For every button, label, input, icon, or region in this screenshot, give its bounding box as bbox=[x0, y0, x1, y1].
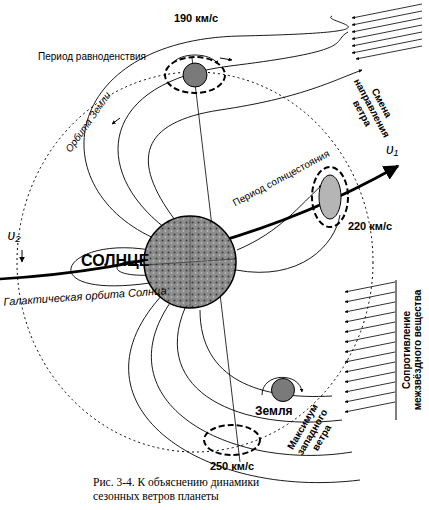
earth-outline bbox=[271, 378, 295, 402]
wind-arrow bbox=[172, 55, 218, 64]
text-label: Орбита Земли bbox=[58, 82, 119, 162]
earth-body bbox=[319, 175, 341, 219]
earth-zone bbox=[312, 167, 348, 227]
text-label: 190 км/с bbox=[161, 12, 231, 24]
text-label: Галактическая орбита Солнца bbox=[0, 284, 175, 309]
earth-body bbox=[183, 63, 207, 87]
text-label: 250 км/с bbox=[197, 460, 267, 472]
wind-hatching bbox=[352, 4, 422, 59]
node-label: СОЛНЦЕ bbox=[81, 252, 149, 270]
node-label: Земля bbox=[255, 404, 293, 418]
text-label: Смена направления ветра bbox=[338, 64, 406, 152]
text-label: Сопротивление межзвёздного вещества bbox=[401, 275, 423, 425]
boundary-line bbox=[396, 280, 397, 420]
orbit-arrow bbox=[220, 58, 232, 60]
earth-zone bbox=[165, 57, 225, 93]
text-label: 220 км/с bbox=[340, 220, 400, 232]
orbit-arrow bbox=[22, 250, 23, 262]
text-label: υ₂ bbox=[2, 228, 26, 243]
earth-circle: Земля bbox=[271, 378, 295, 402]
orbit-arrow bbox=[112, 118, 120, 124]
earth-zone bbox=[204, 425, 260, 455]
field-lines bbox=[71, 16, 362, 483]
wind-hatching bbox=[345, 282, 395, 412]
text-label: Максимум западного ветра bbox=[279, 391, 346, 473]
figure-caption: Рис. 3-4. К объяснению динамики сезонных… bbox=[93, 476, 308, 504]
text-label: Период равноденствия bbox=[22, 51, 162, 62]
earth-orbit bbox=[17, 72, 373, 452]
text-label: υ₁ bbox=[380, 142, 404, 157]
